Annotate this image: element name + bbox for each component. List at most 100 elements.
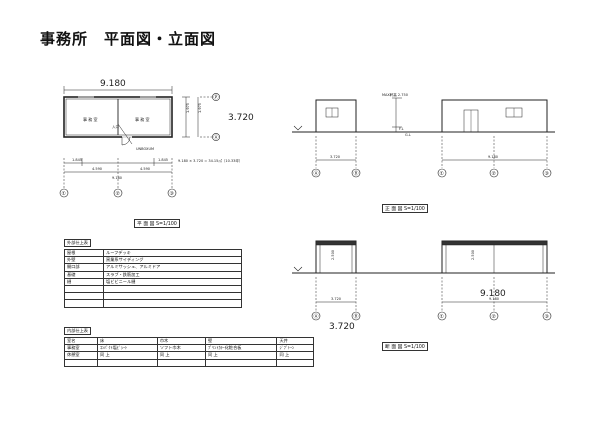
table-cell bbox=[97, 358, 158, 367]
section-mark-b: Ⓑ bbox=[354, 313, 359, 320]
dim-b: 4.590 bbox=[92, 167, 102, 171]
plan-depth: 3.720 bbox=[228, 113, 254, 123]
section-mark-a: Ⓐ bbox=[314, 313, 319, 320]
table-cell: アルミサッシュ、アルミドア bbox=[103, 263, 242, 272]
table-cell: 開口部 bbox=[64, 263, 104, 272]
table-cell: 事務室 bbox=[64, 344, 98, 353]
table-row bbox=[64, 299, 242, 308]
axis-mark-p: Ⓟ bbox=[214, 94, 219, 101]
table-header-cell: 床 bbox=[97, 336, 158, 346]
dim-a: 1.845 bbox=[72, 158, 82, 162]
elev-mark-2: ② bbox=[492, 171, 497, 177]
table-header-cell: 壁 bbox=[204, 336, 278, 346]
table-cell: スラブ・鉄筋加工 bbox=[103, 270, 242, 279]
section-left-dim: 3.720 bbox=[329, 322, 355, 332]
room-office-label: 事 務 室 bbox=[83, 116, 98, 122]
elev-mark-1: ① bbox=[440, 171, 445, 177]
interior-finish-table: 室名 床 巾木 壁 天井 事務室 ｺﾝﾊﾟｸﾄ塩ﾋﾞｼｰﾄ ソフト巾木 ﾌﾟﾘﾝ… bbox=[64, 336, 314, 367]
table-cell: ｺﾝﾊﾟｸﾄ塩ﾋﾞｼｰﾄ bbox=[97, 344, 158, 353]
page-title: 事務所 平面図・立面図 bbox=[40, 30, 217, 48]
elev-mark-b: Ⓑ bbox=[354, 170, 359, 177]
elev-right-width: 9.180 bbox=[488, 155, 498, 159]
table-row: 外壁窯業系サイディング bbox=[64, 256, 242, 265]
table-cell: 窯業系サイディング bbox=[103, 256, 242, 265]
table-cell bbox=[64, 299, 104, 308]
table-cell: 休憩室 bbox=[64, 351, 98, 360]
dim-inner2: 1.975 bbox=[198, 103, 202, 113]
table-header-cell: 室名 bbox=[64, 336, 98, 346]
section-right-dim: 9.180 bbox=[480, 289, 506, 299]
elev-mark-3: ③ bbox=[545, 171, 549, 177]
table-header-row: 室名 床 巾木 壁 天井 bbox=[64, 336, 314, 346]
elev-mark-a: Ⓐ bbox=[314, 170, 319, 177]
elev-gl-note: G.L bbox=[405, 133, 411, 137]
table-row: 屋根ルーフデッキ bbox=[64, 248, 242, 258]
table-cell: ルーフデッキ bbox=[103, 248, 242, 258]
table-cell bbox=[204, 358, 278, 367]
table-header-cell: 天井 bbox=[276, 336, 314, 346]
table-row bbox=[64, 284, 242, 294]
table-cell: 外壁 bbox=[64, 256, 104, 265]
table-cell bbox=[103, 299, 242, 308]
table-cell bbox=[64, 358, 98, 367]
section-left-width: 3.720 bbox=[331, 297, 341, 301]
table-header-cell: 巾木 bbox=[156, 336, 206, 346]
section-caption: 断 面 図 S=1/100 bbox=[382, 342, 428, 351]
dim-inner: 1.975 bbox=[186, 103, 190, 113]
section-mark-2: ② bbox=[492, 314, 497, 320]
grid-mark-2: ② bbox=[116, 191, 121, 197]
dim-c: 4.590 bbox=[140, 167, 150, 171]
dim-total: 9.180 bbox=[112, 176, 122, 180]
interior-table-heading: 内部仕上表 bbox=[64, 327, 91, 335]
elev-fl-note: F.L bbox=[399, 127, 404, 131]
table-row: 開口部アルミサッシュ、アルミドア bbox=[64, 263, 242, 272]
plan-overall-width: 9.180 bbox=[100, 79, 126, 89]
table-cell: 屋根 bbox=[64, 248, 104, 258]
table-cell bbox=[103, 284, 242, 294]
size-note: 9.180 × 3.720 = 34.15㎡（10.33坪） bbox=[178, 158, 242, 163]
table-cell: 基礎 bbox=[64, 270, 104, 279]
grid-mark-3: ③ bbox=[170, 191, 174, 197]
table-row: 事務室 ｺﾝﾊﾟｸﾄ塩ﾋﾞｼｰﾄ ソフト巾木 ﾌﾟﾘﾝﾄｶﾗｰ化粧合板 ｼﾞﾌﾟ… bbox=[64, 344, 314, 353]
section-mark-3: ③ bbox=[545, 314, 549, 320]
table-cell: ﾌﾟﾘﾝﾄｶﾗｰ化粧合板 bbox=[204, 344, 278, 353]
section-mark-1: ① bbox=[440, 314, 445, 320]
exterior-table-heading: 外部仕上表 bbox=[64, 239, 91, 247]
section-left-height: 2.500 bbox=[331, 250, 335, 260]
front-elevation-caption: 正 面 図 S=1/100 bbox=[382, 204, 428, 213]
dim-d: 1.845 bbox=[158, 158, 168, 162]
section-right-width: 9.180 bbox=[489, 297, 499, 301]
table-cell bbox=[103, 292, 242, 301]
table-cell: 塩ビビニール樋 bbox=[103, 277, 242, 286]
axis-mark-a: Ⓐ bbox=[214, 134, 219, 141]
table-cell: ｼﾞﾌﾟﾄｰﾝ bbox=[276, 344, 314, 353]
table-cell bbox=[276, 358, 314, 367]
table-row bbox=[64, 292, 242, 301]
exterior-finish-table: 屋根ルーフデッキ 外壁窯業系サイディング 開口部アルミサッシュ、アルミドア 基礎… bbox=[64, 248, 242, 308]
table-row bbox=[64, 358, 314, 367]
front-elevation bbox=[292, 97, 555, 178]
table-cell bbox=[64, 284, 104, 294]
plan-caption: 平 面 図 S=1/100 bbox=[134, 219, 180, 228]
table-cell: 樋 bbox=[64, 277, 104, 286]
door-label: UNBOXUM bbox=[136, 147, 154, 151]
table-cell bbox=[64, 292, 104, 301]
table-row: 樋塩ビビニール樋 bbox=[64, 277, 242, 286]
table-cell bbox=[156, 358, 206, 367]
section-view bbox=[292, 240, 555, 321]
table-cell: 同 上 bbox=[156, 351, 206, 360]
floor-plan bbox=[59, 86, 220, 198]
table-row: 基礎スラブ・鉄筋加工 bbox=[64, 270, 242, 279]
table-row: 休憩室 同 上 同 上 同 上 同 上 bbox=[64, 351, 314, 360]
elev-height-note: MAX軒高 2.750 bbox=[382, 92, 408, 97]
entry-label: 入口 bbox=[112, 124, 119, 129]
table-cell: 同 上 bbox=[204, 351, 278, 360]
grid-mark-1: ① bbox=[62, 191, 67, 197]
table-cell: 同 上 bbox=[276, 351, 314, 360]
room-office2-label: 事 務 室 bbox=[135, 116, 150, 122]
table-cell: 同 上 bbox=[97, 351, 158, 360]
elev-left-width: 3.720 bbox=[330, 155, 340, 159]
section-right-height: 2.500 bbox=[471, 250, 475, 260]
table-cell: ソフト巾木 bbox=[156, 344, 206, 353]
